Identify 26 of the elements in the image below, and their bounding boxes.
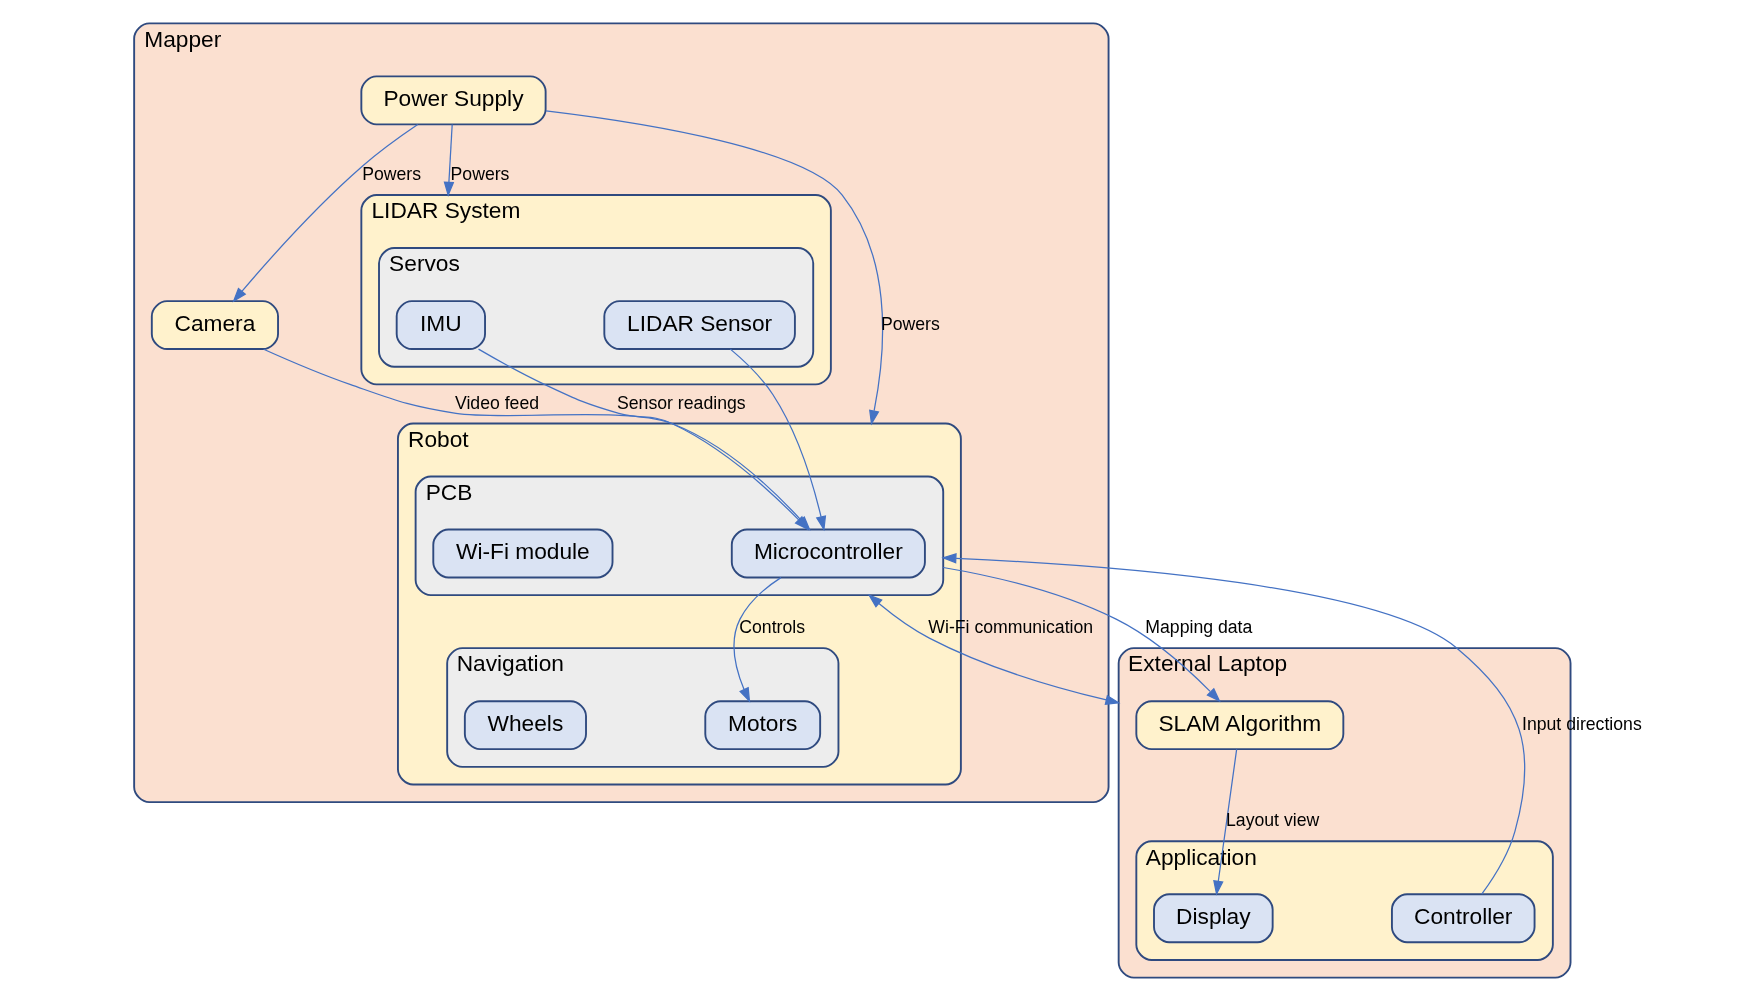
node-box: Camera: [150, 300, 279, 350]
node-box: Power Supply: [360, 75, 547, 126]
arrow: [942, 566, 1221, 703]
arrow: [941, 553, 1526, 895]
arrow: [867, 593, 1121, 705]
edge-label: Video feed: [454, 392, 540, 413]
node-box: SLAM Algorithm: [1135, 700, 1345, 751]
arrow: [1213, 748, 1238, 896]
edge-label: Controls: [739, 617, 806, 638]
node-box: Microcontroller: [730, 528, 926, 579]
arrow: [443, 123, 455, 197]
arrow: [232, 123, 419, 303]
node-box: IMU: [395, 300, 486, 350]
arrow: [733, 576, 782, 703]
edge-label: Powers: [362, 164, 422, 185]
edge-label: Mapping data: [1145, 617, 1253, 638]
edge-label: Layout view: [1226, 810, 1320, 831]
edge-label: Powers: [450, 164, 510, 185]
node-box: Motors: [704, 700, 822, 751]
node-box: Display: [1153, 893, 1274, 944]
node-box: LIDAR Sensor: [603, 300, 796, 350]
node-box: Controller: [1391, 893, 1536, 944]
node-box: Wheels: [463, 700, 587, 751]
arrow: [545, 110, 884, 426]
edge-label: Sensor readings: [617, 392, 746, 413]
node-box: Wi-Fi module: [432, 528, 614, 579]
